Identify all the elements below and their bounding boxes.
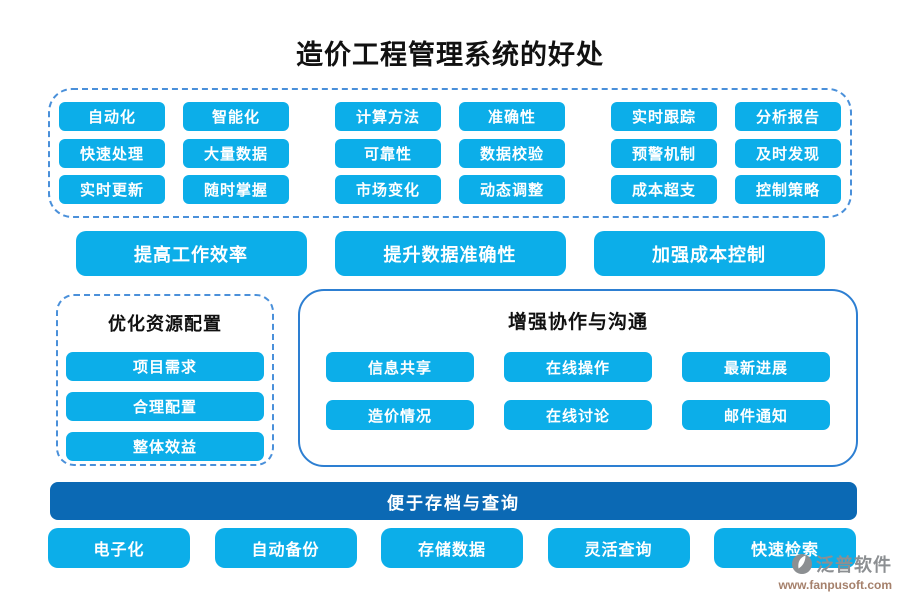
feature-button[interactable]: 控制策略 <box>735 175 841 205</box>
feature-button[interactable]: 数据校验 <box>459 138 565 168</box>
benefit-button-cost-control[interactable]: 加强成本控制 <box>593 231 825 276</box>
collaboration-grid: 信息共享 在线操作 最新进展 造价情况 在线讨论 邮件通知 <box>300 352 856 430</box>
collab-item-button[interactable]: 造价情况 <box>326 400 474 430</box>
resource-item-button[interactable]: 项目需求 <box>66 352 264 381</box>
feature-row-3: 实时更新 随时掌握 市场变化 动态调整 成本超支 控制策略 <box>50 175 850 205</box>
benefit-button-accuracy[interactable]: 提升数据准确性 <box>334 231 566 276</box>
resource-allocation-box: 优化资源配置 项目需求 合理配置 整体效益 <box>56 294 274 466</box>
page-title: 造价工程管理系统的好处 <box>296 40 604 70</box>
collab-item-button[interactable]: 在线操作 <box>504 352 652 382</box>
resource-item-button[interactable]: 合理配置 <box>66 392 264 421</box>
watermark-url: www.fanpusoft.com <box>778 578 892 592</box>
feature-button[interactable]: 分析报告 <box>735 101 841 131</box>
resource-box-title: 优化资源配置 <box>108 314 222 334</box>
collaboration-box: 增强协作与沟通 信息共享 在线操作 最新进展 造价情况 在线讨论 邮件通知 <box>298 289 858 467</box>
collab-item-button[interactable]: 最新进展 <box>682 352 830 382</box>
feature-button[interactable]: 市场变化 <box>335 175 441 205</box>
feature-button[interactable]: 成本超支 <box>611 175 717 205</box>
fanpu-logo-icon <box>791 553 813 575</box>
archive-row: 电子化 自动备份 存储数据 灵活查询 快速检索 <box>48 528 856 568</box>
archive-banner[interactable]: 便于存档与查询 <box>50 482 857 520</box>
feature-button[interactable]: 自动化 <box>59 101 165 131</box>
archive-item-button[interactable]: 电子化 <box>48 528 190 568</box>
features-panel: 自动化 智能化 计算方法 准确性 实时跟踪 分析报告 快速处理 大量数据 可靠性… <box>48 88 852 218</box>
collab-item-button[interactable]: 邮件通知 <box>682 400 830 430</box>
feature-button[interactable]: 大量数据 <box>183 138 289 168</box>
archive-item-button[interactable]: 自动备份 <box>214 528 357 568</box>
feature-button[interactable]: 计算方法 <box>335 101 441 131</box>
feature-button[interactable]: 预警机制 <box>611 138 717 168</box>
collab-item-button[interactable]: 在线讨论 <box>504 400 652 430</box>
feature-row-1: 自动化 智能化 计算方法 准确性 实时跟踪 分析报告 <box>50 101 850 131</box>
benefit-button-efficiency[interactable]: 提高工作效率 <box>75 231 307 276</box>
feature-button[interactable]: 实时更新 <box>59 175 165 205</box>
feature-button[interactable]: 实时跟踪 <box>611 101 717 131</box>
feature-button[interactable]: 快速处理 <box>59 138 165 168</box>
archive-item-button[interactable]: 灵活查询 <box>547 528 690 568</box>
feature-button[interactable]: 准确性 <box>459 101 565 131</box>
feature-button[interactable]: 智能化 <box>183 101 289 131</box>
watermark: 泛普软件 www.fanpusoft.com <box>778 551 892 592</box>
feature-row-2: 快速处理 大量数据 可靠性 数据校验 预警机制 及时发现 <box>50 138 850 168</box>
watermark-brand: 泛普软件 <box>816 555 892 575</box>
collaboration-box-title: 增强协作与沟通 <box>507 312 648 333</box>
collab-item-button[interactable]: 信息共享 <box>326 352 474 382</box>
resource-item-button[interactable]: 整体效益 <box>66 432 264 461</box>
feature-button[interactable]: 及时发现 <box>735 138 841 168</box>
feature-button[interactable]: 随时掌握 <box>183 175 289 205</box>
feature-button[interactable]: 可靠性 <box>335 138 441 168</box>
feature-button[interactable]: 动态调整 <box>459 175 565 205</box>
benefits-row: 提高工作效率 提升数据准确性 加强成本控制 <box>48 231 852 276</box>
archive-item-button[interactable]: 存储数据 <box>381 528 523 568</box>
